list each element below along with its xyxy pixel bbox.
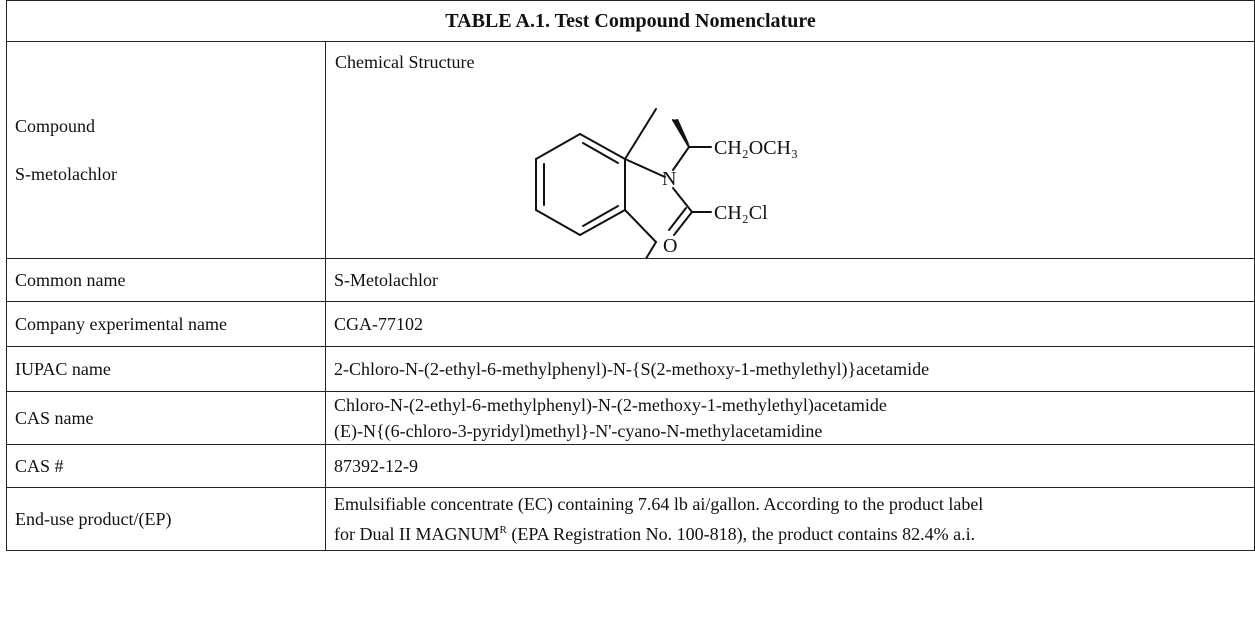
end-use-product-line1: Emulsifiable concentrate (EC) containing… [334,494,984,514]
compound-label: Compound [15,116,96,136]
iupac-name-value: 2-Chloro-N-(2-ethyl-6-methylphenyl)-N-{S… [325,346,1255,392]
structure-caption: Chemical Structure [335,52,475,72]
iupac-name-label: IUPAC name [6,346,326,392]
table-title: TABLE A.1. Test Compound Nomenclature [6,0,1255,42]
nitrogen-label: N [662,168,676,190]
wedge-bond [672,119,690,146]
cas-number-label: CAS # [6,444,326,488]
chemical-structure-cell: Chemical Structure [325,41,1255,259]
common-name-value: S-Metolachlor [325,258,1255,302]
chemical-structure-diagram: N O CH₂OCH₃ CH₂Cl [535,108,798,258]
cas-name-line1: Chloro-N-(2-ethyl-6-methylphenyl)-N-(2-m… [334,395,887,415]
compound-value: S-metolachlor [15,164,117,184]
registered-mark: R [499,524,507,536]
cas-name-label: CAS name [6,391,326,445]
end-use-product-line2: for Dual II MAGNUMR (EPA Registration No… [334,517,1254,547]
chloromethyl-label: CH₂Cl [714,202,768,224]
compound-label-cell: Compound S-metolachlor [6,41,326,259]
methoxymethyl-label: CH₂OCH₃ [714,137,798,159]
common-name-label: Common name [6,258,326,302]
oxygen-label: O [663,235,677,257]
cas-number-value: 87392-12-9 [325,444,1255,488]
end-use-product-value: Emulsifiable concentrate (EC) containing… [325,487,1255,551]
company-experimental-name-value: CGA-77102 [325,301,1255,347]
cas-name-line2: (E)-N{(6-chloro-3-pyridyl)methyl}-N'-cya… [334,421,823,441]
cas-name-value: Chloro-N-(2-ethyl-6-methylphenyl)-N-(2-m… [325,391,1255,445]
company-experimental-name-label: Company experimental name [6,301,326,347]
product-name: for Dual II MAGNUM [334,524,500,544]
product-details: (EPA Registration No. 100-818), the prod… [506,524,976,544]
nomenclature-table: TABLE A.1. Test Compound Nomenclature Co… [6,0,1255,551]
end-use-product-label: End-use product/(EP) [6,487,326,551]
